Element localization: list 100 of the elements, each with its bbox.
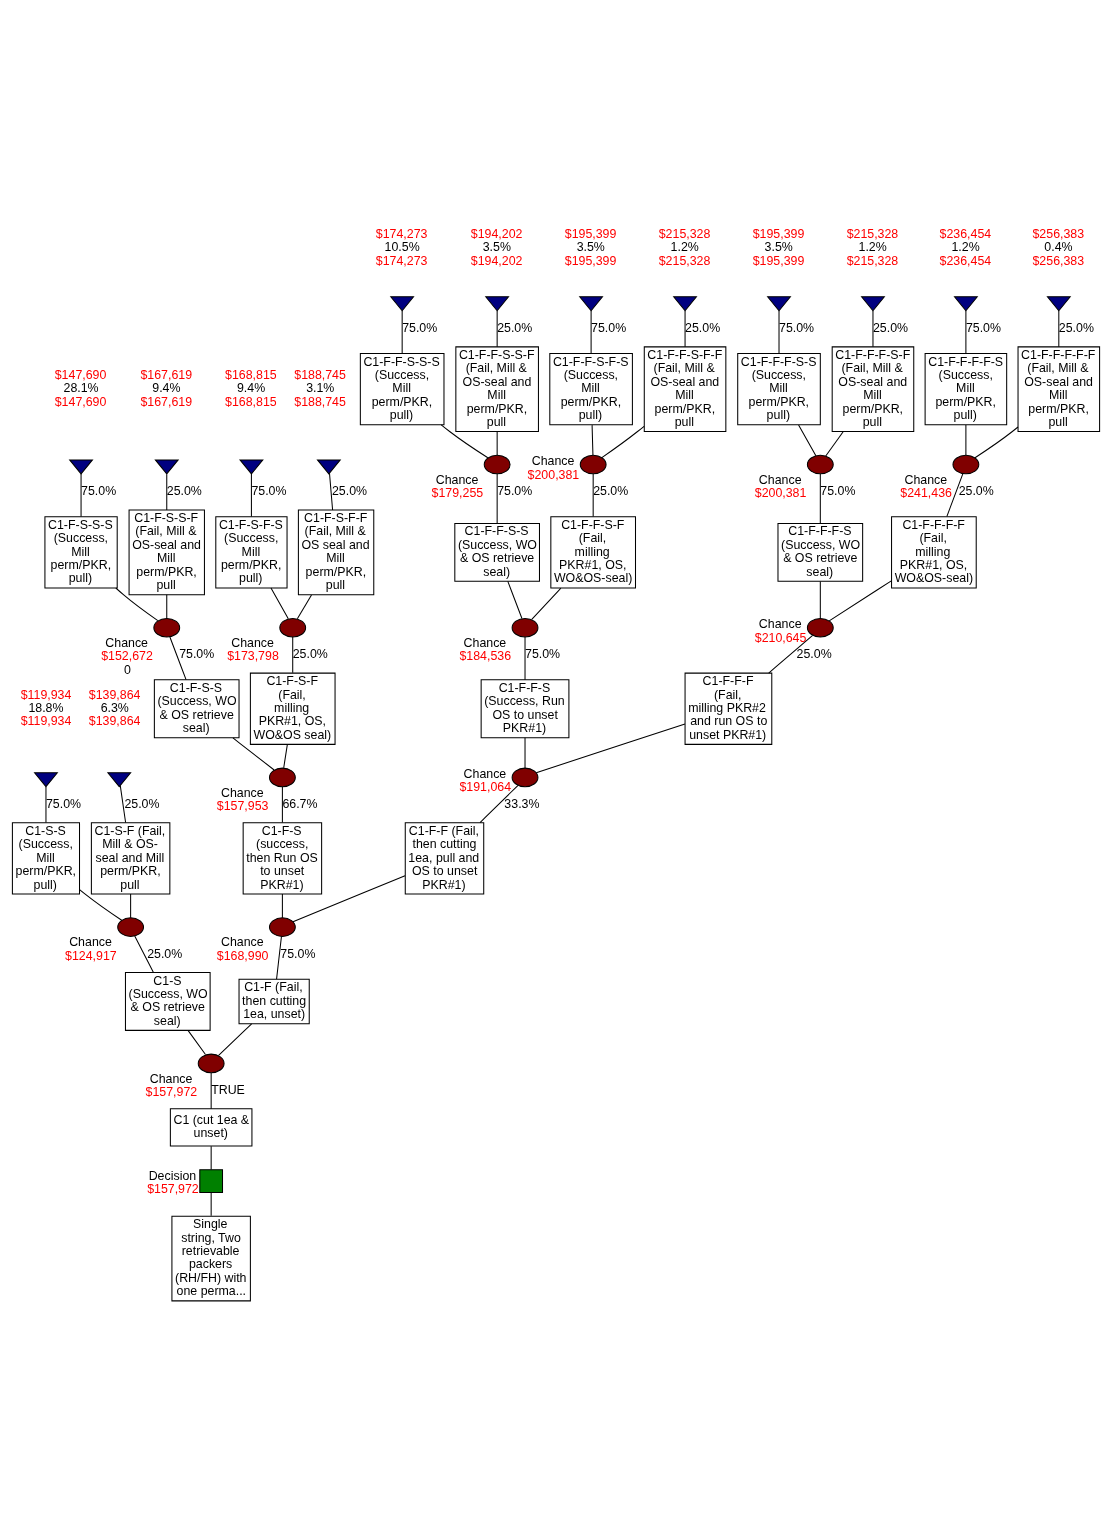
node-box: C1-F-F-F-S-S (Success, Mill perm/PKR, pull) bbox=[737, 352, 821, 425]
node-label: 9.4% bbox=[152, 380, 181, 395]
connector bbox=[166, 593, 168, 619]
node-label: $195,399 bbox=[752, 226, 805, 241]
node-circle bbox=[268, 916, 296, 937]
node-box: C1-F-F-F (Fail, milling PKR#2 and run OS to unset PKR#1) bbox=[684, 672, 773, 745]
node-triangle bbox=[68, 458, 94, 475]
connector bbox=[45, 785, 47, 823]
node-triangle bbox=[1046, 295, 1072, 312]
edge-label: 25.0% bbox=[497, 320, 533, 335]
node-circle bbox=[579, 454, 607, 474]
node-label: $236,454 bbox=[939, 253, 992, 268]
node-label: $167,619 bbox=[140, 367, 193, 382]
node-box: C1-S (Success, WO & OS retrieve seal) bbox=[124, 971, 211, 1031]
node-label: Chance bbox=[220, 934, 264, 949]
connector bbox=[217, 1022, 253, 1056]
node-box: Single string, Two retrievable packers (RH/FH) with one perma... bbox=[171, 1215, 251, 1301]
connector bbox=[531, 587, 562, 620]
node-circle bbox=[952, 454, 980, 474]
connector bbox=[535, 723, 686, 773]
connector bbox=[946, 472, 964, 517]
node-triangle bbox=[860, 295, 886, 312]
node-box: C1-F-F-F-S (Success, WO & OS retrieve seal) bbox=[777, 522, 864, 582]
connector bbox=[592, 472, 594, 517]
connector bbox=[496, 472, 498, 524]
node-label: $195,399 bbox=[564, 226, 617, 241]
connector bbox=[965, 424, 967, 456]
node-label: 3.5% bbox=[482, 239, 511, 254]
connector bbox=[825, 430, 844, 456]
node-box: C1-F-S-F (Fail, milling PKR#1, OS, WO&OS seal) bbox=[249, 672, 336, 745]
node-label: $157,953 bbox=[216, 798, 269, 813]
node-box: C1-F-F-F-F-F (Fail, Mill & OS-seal and Mill perm/PKR, pull bbox=[1017, 345, 1101, 432]
node-label: 28.1% bbox=[63, 380, 99, 395]
node-triangle bbox=[33, 771, 59, 787]
connector bbox=[496, 430, 498, 456]
edge-label: 25.0% bbox=[166, 483, 202, 498]
node-label: $157,972 bbox=[145, 1084, 198, 1099]
connector bbox=[778, 309, 780, 354]
edge-label: 25.0% bbox=[796, 646, 832, 661]
connector bbox=[591, 424, 594, 456]
node-triangle bbox=[389, 295, 415, 312]
node-triangle bbox=[672, 295, 698, 312]
connector bbox=[79, 888, 123, 921]
edge-label: 25.0% bbox=[958, 483, 994, 498]
node-box: C1-F-F-S-F (Fail, milling PKR#1, OS, WO&OS-seal) bbox=[550, 515, 636, 588]
edge-label: 66.7% bbox=[282, 796, 318, 811]
node-label: $119,934 bbox=[20, 687, 72, 702]
node-circle bbox=[483, 454, 511, 474]
edge-label: 25.0% bbox=[872, 320, 909, 335]
node-circle bbox=[511, 617, 539, 637]
node-box: C1-F-F-S-F-F (Fail, Mill & OS-seal and Mill perm/PKR, pull bbox=[643, 345, 727, 432]
node-label: Chance bbox=[463, 766, 507, 781]
node-label: Chance bbox=[220, 785, 264, 800]
node-label: Chance bbox=[231, 635, 274, 650]
node-triangle bbox=[766, 295, 792, 312]
node-label: $184,536 bbox=[459, 648, 512, 663]
node-label: $152,672 bbox=[101, 648, 153, 663]
node-square bbox=[199, 1168, 224, 1193]
node-label: 1.2% bbox=[670, 239, 699, 254]
edge-label: 75.0% bbox=[45, 796, 82, 811]
node-label: 3.5% bbox=[764, 239, 793, 254]
connector bbox=[296, 593, 312, 619]
node-label: $157,972 bbox=[147, 1181, 199, 1196]
node-label: $241,436 bbox=[900, 485, 952, 500]
node-label: $168,990 bbox=[216, 948, 269, 963]
connector bbox=[210, 1071, 212, 1109]
connector bbox=[281, 785, 283, 823]
connector bbox=[276, 935, 282, 980]
connector bbox=[798, 423, 817, 456]
edge-label: 25.0% bbox=[1058, 320, 1094, 335]
edge-label: 25.0% bbox=[124, 796, 160, 811]
node-label: $215,328 bbox=[846, 226, 899, 241]
node-box: C1-F-S-S (Success, WO & OS retrieve seal) bbox=[153, 678, 240, 738]
edge-label: 75.0% bbox=[251, 483, 287, 498]
node-triangle bbox=[578, 295, 604, 312]
node-label: 10.5% bbox=[384, 239, 420, 254]
node-label: 9.4% bbox=[236, 380, 266, 395]
connector bbox=[507, 580, 523, 619]
connector bbox=[270, 587, 289, 619]
node-box: C1-F-F (Fail, then cutting 1ea, pull and OS to unset PKR#1) bbox=[404, 821, 485, 895]
node-triangle bbox=[106, 771, 132, 787]
connector bbox=[524, 636, 526, 680]
connector bbox=[974, 425, 1019, 458]
connector bbox=[828, 579, 892, 621]
node-label: Chance bbox=[435, 472, 479, 487]
node-label: Decision bbox=[148, 1168, 197, 1183]
node-label: 0 bbox=[123, 662, 131, 677]
node-box: C1-F-S (success, then Run OS to unset PKR#1) bbox=[242, 821, 323, 895]
node-label: $200,381 bbox=[527, 467, 580, 482]
node-label: $194,202 bbox=[470, 226, 523, 241]
node-box: C1-F-F-S-S (Success, WO & OS retrieve seal) bbox=[454, 522, 540, 582]
connector bbox=[768, 634, 814, 674]
node-label: $124,917 bbox=[65, 948, 117, 963]
node-label: $174,273 bbox=[375, 226, 428, 241]
node-label: $179,255 bbox=[431, 485, 484, 500]
edge-label: 25.0% bbox=[331, 483, 368, 498]
connector bbox=[819, 580, 821, 619]
node-label: 18.8% bbox=[28, 700, 64, 715]
node-triangle bbox=[953, 295, 979, 312]
node-label: $195,399 bbox=[564, 253, 617, 268]
